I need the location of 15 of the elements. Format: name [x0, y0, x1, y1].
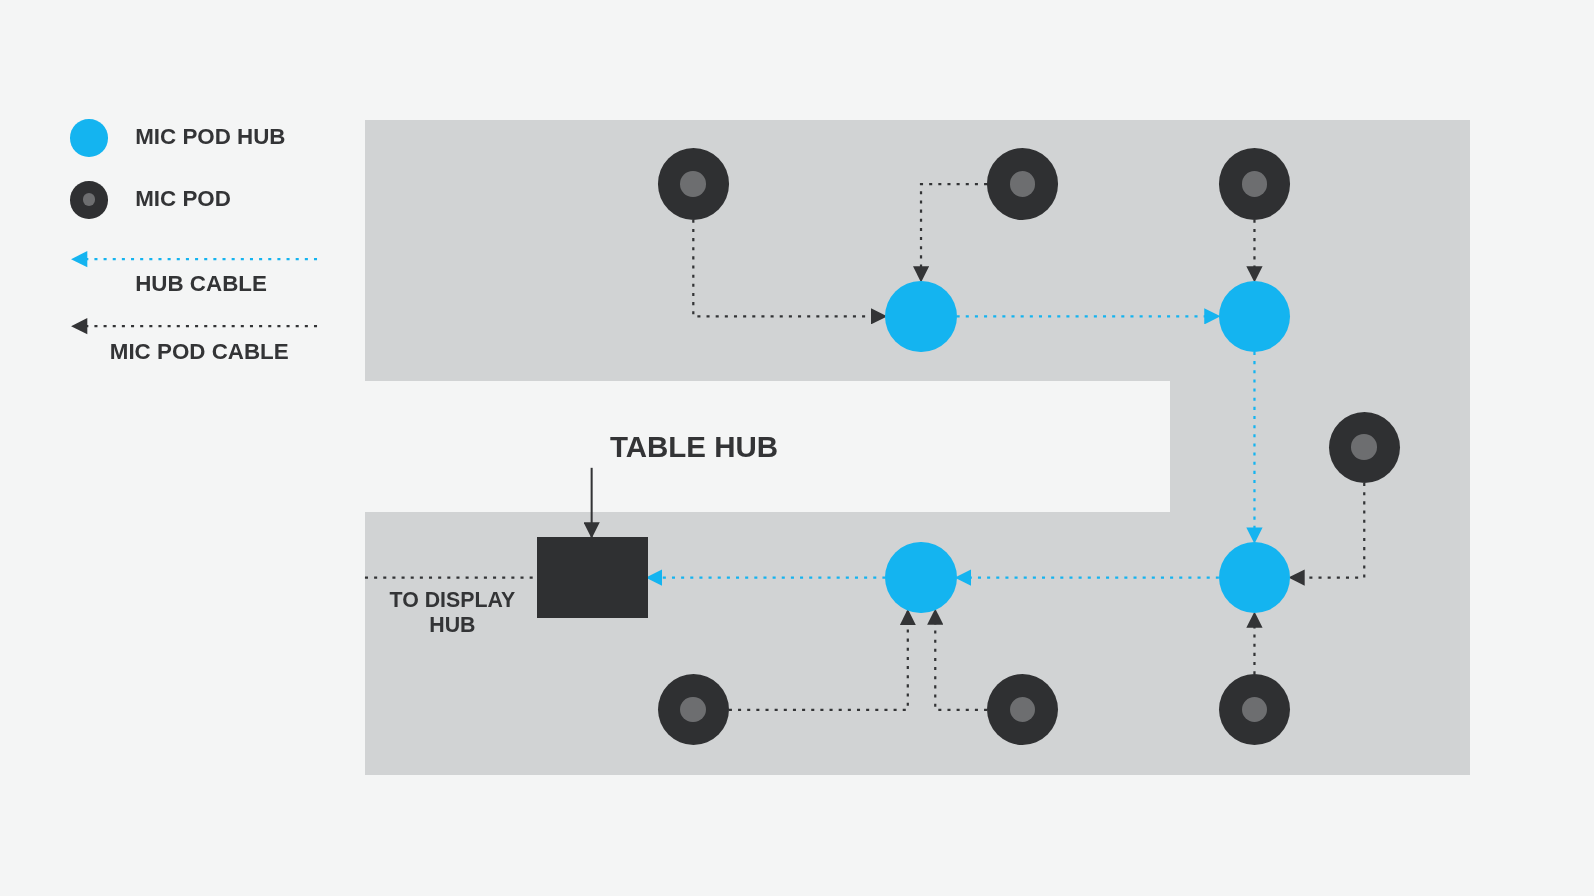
table-hub-box: [536, 536, 648, 619]
legend-label: HUB CABLE: [135, 271, 267, 298]
legend-label: MIC POD CABLE: [109, 338, 289, 365]
cable-arrow: [728, 609, 916, 711]
legend-label: MIC POD: [135, 186, 231, 213]
cable-arrow: [1246, 611, 1263, 675]
legend-label: MIC POD HUB: [135, 124, 286, 150]
cable-arrow: [912, 183, 988, 283]
node-label: TABLE HUB: [609, 426, 778, 468]
cable-arrow: [1246, 219, 1263, 283]
cable-arrow: [927, 608, 988, 711]
leader-arrow: [583, 467, 600, 539]
note-text: TO DISPLAY HUB: [388, 587, 517, 639]
cable-arrow: [1246, 351, 1263, 544]
cable-arrow: [955, 569, 1219, 586]
